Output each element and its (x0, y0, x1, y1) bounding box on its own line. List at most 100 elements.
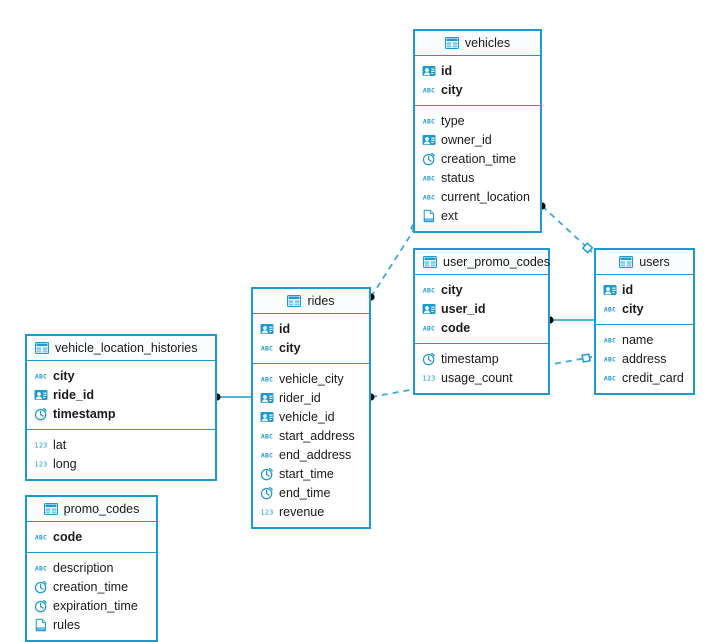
123-number-icon: 123 (34, 438, 48, 452)
svg-text:ABC: ABC (423, 174, 435, 182)
svg-text:ABC: ABC (35, 372, 47, 380)
field-row[interactable]: owner_id (415, 130, 540, 149)
svg-text:ABC: ABC (604, 355, 616, 363)
field-row[interactable]: start_time (253, 464, 369, 483)
svg-text:ABC: ABC (604, 336, 616, 344)
field-row[interactable]: creation_time (27, 577, 156, 596)
field-row[interactable]: creation_time (415, 149, 540, 168)
field-row[interactable]: expiration_time (27, 596, 156, 615)
entity-header-vehicles[interactable]: vehicles (415, 31, 540, 56)
clock-icon (422, 152, 436, 166)
relationship-vlh-rides[interactable] (213, 393, 251, 401)
id-card-icon (260, 322, 274, 336)
field-name-label: start_time (279, 466, 334, 481)
svg-text:ABC: ABC (261, 432, 273, 440)
field-row[interactable]: rider_id (253, 388, 369, 407)
svg-text:123: 123 (35, 460, 48, 468)
relationship-line (370, 221, 420, 298)
entity-header-promo_codes[interactable]: promo_codes (27, 497, 156, 522)
svg-text:123: 123 (261, 508, 274, 516)
field-name-label: city (441, 282, 463, 297)
field-row[interactable]: vehicle_id (253, 407, 369, 426)
field-name-label: credit_card (622, 370, 684, 385)
svg-text:123: 123 (423, 374, 436, 382)
field-name-label: id (441, 63, 453, 78)
id-card-icon (422, 133, 436, 147)
field-name-label: owner_id (441, 132, 492, 147)
clock-icon (34, 599, 48, 613)
abc-text-icon: ABC (34, 561, 48, 575)
field-row[interactable]: id (415, 61, 540, 80)
field-row[interactable]: ride_id (27, 385, 215, 404)
field-row[interactable]: id (253, 319, 369, 338)
field-name-label: user_id (441, 301, 486, 316)
field-row[interactable]: timestamp (415, 349, 548, 368)
entity-header-vehicle_location_histories[interactable]: vehicle_location_histories (27, 336, 215, 361)
entity-header-user_promo_codes[interactable]: user_promo_codes (415, 250, 550, 275)
relationship-vehicles-users[interactable] (538, 202, 594, 254)
abc-text-icon: ABC (34, 530, 48, 544)
table-icon (35, 341, 49, 355)
field-row[interactable]: ABC start_address (253, 426, 369, 445)
abc-text-icon: ABC (260, 341, 274, 355)
svg-text:ABC: ABC (423, 324, 435, 332)
svg-text:ABC: ABC (604, 374, 616, 382)
abc-text-icon: ABC (603, 333, 617, 347)
field-name-label: city (622, 301, 644, 316)
field-row[interactable]: end_time (253, 483, 369, 502)
entity-header-rides[interactable]: rides (253, 289, 369, 314)
svg-text:JSON: JSON (424, 218, 433, 222)
svg-text:ABC: ABC (35, 533, 47, 541)
svg-text:ABC: ABC (35, 564, 47, 572)
entity-name-label: vehicles (464, 36, 511, 50)
field-row[interactable]: user_id (415, 299, 548, 318)
field-row[interactable]: ABC credit_card (596, 368, 693, 387)
field-name-label: start_address (279, 428, 355, 443)
relationship-one-endpoint (581, 242, 594, 254)
relationship-promocodes-users[interactable] (546, 316, 594, 324)
field-row[interactable]: timestamp (27, 404, 215, 423)
entity-header-users[interactable]: users (596, 250, 693, 275)
field-row[interactable]: id (596, 280, 693, 299)
123-number-icon: 123 (260, 505, 274, 519)
abc-text-icon: ABC (422, 321, 436, 335)
svg-text:ABC: ABC (261, 451, 273, 459)
svg-text:123: 123 (35, 441, 48, 449)
clock-icon (260, 486, 274, 500)
